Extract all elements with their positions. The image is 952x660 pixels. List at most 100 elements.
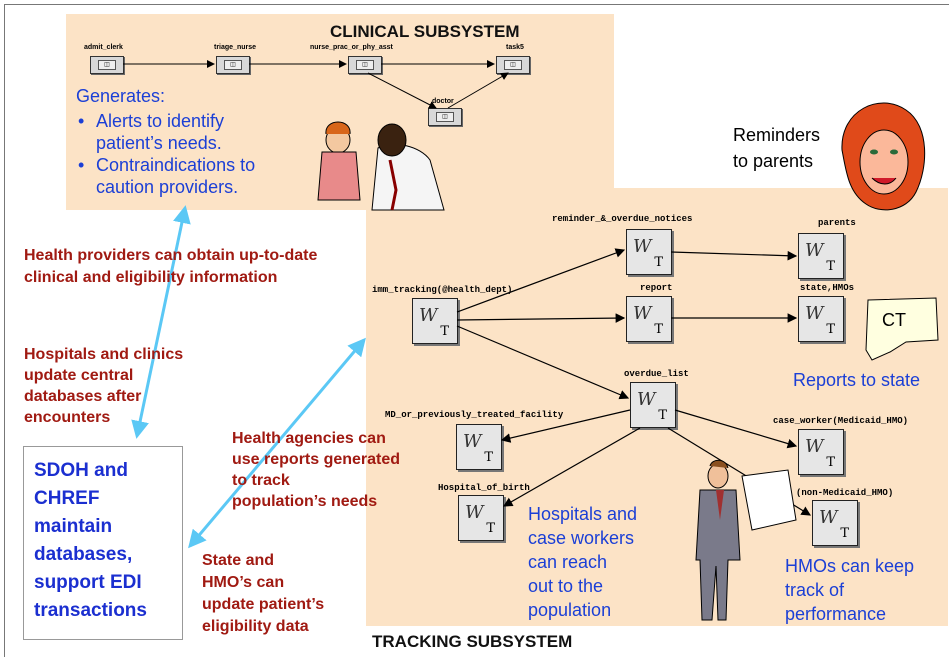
connecticut-shape <box>865 297 939 361</box>
hmos-keep-label: HMOs can keep track of performance <box>785 554 914 626</box>
woman-face-illustration <box>841 102 926 211</box>
note-line: Health agencies can <box>232 430 386 447</box>
workflow-node-admit-clerk: ◫ <box>90 56 124 74</box>
workflow-node-doctor: ◫ <box>428 108 462 126</box>
node-icon: ◫ <box>504 60 522 70</box>
node-t-label: T <box>654 322 663 337</box>
node-label-triage-nurse: triage_nurse <box>214 44 257 51</box>
node-label-task5: task5 <box>506 44 524 51</box>
node-label-case-worker: case_worker(Medicaid_HMO) <box>773 416 909 426</box>
node-label-parents: parents <box>818 218 856 228</box>
note-line: databases after <box>24 388 142 405</box>
sdoh-text: SDOH and CHREF maintain databases, suppo… <box>34 457 147 625</box>
node-label-hospital-birth: Hospital_of_birth <box>438 483 530 493</box>
label-line: HMOs can keep <box>785 556 915 576</box>
workflow-icon: W <box>805 240 824 261</box>
note-line: State and <box>202 552 275 569</box>
sdoh-line: databases, <box>34 544 133 565</box>
node-label-report: report <box>640 283 673 293</box>
sdoh-line: transactions <box>34 600 147 621</box>
ct-label: CT <box>882 310 906 330</box>
label-line: track of <box>785 580 845 600</box>
label-line: Hospitals and <box>528 504 638 524</box>
note-line: encounters <box>24 409 111 426</box>
workflow-node-triage-nurse: ◫ <box>216 56 250 74</box>
sdoh-line: support EDI <box>34 572 142 593</box>
note-line: update patient’s <box>202 596 325 613</box>
slide-frame <box>4 4 949 657</box>
node-t-label: T <box>658 408 667 423</box>
node-label-md-facility: MD_or_previously_treated_facility <box>385 410 564 420</box>
note-line: eligibility data <box>202 618 309 635</box>
note-line: Hospitals and clinics <box>24 346 184 363</box>
node-icon: ◫ <box>356 60 374 70</box>
node-t-label: T <box>826 455 835 470</box>
workflow-node-nurse-prac: ◫ <box>348 56 382 74</box>
doctor-child-illustration <box>317 121 445 211</box>
node-t-label: T <box>440 324 449 339</box>
node-label-reminder: reminder_&_overdue_notices <box>552 214 693 224</box>
hospitals-workers-label: Hospitals and case workers can reach out… <box>528 502 637 622</box>
note-line: use reports generated <box>232 451 401 468</box>
label-line: population <box>528 600 612 620</box>
node-t-label: T <box>840 526 849 541</box>
workflow-icon: W <box>819 507 838 528</box>
sdoh-box: SDOH and CHREF maintain databases, suppo… <box>23 446 183 640</box>
sdoh-line: CHREF <box>34 488 100 509</box>
clinical-title: CLINICAL SUBSYSTEM <box>330 22 520 41</box>
note-line: to track <box>232 472 290 489</box>
workflow-node-task5: ◫ <box>496 56 530 74</box>
workflow-icon: W <box>463 431 482 452</box>
workflow-icon: W <box>637 389 656 410</box>
generates-label: Generates: <box>76 86 166 106</box>
node-label-doctor: doctor <box>432 98 454 105</box>
reminders-line: to parents <box>733 151 814 171</box>
node-t-label: T <box>826 322 835 337</box>
reminders-line: Reminders <box>733 125 821 145</box>
workflow-icon: W <box>805 436 824 457</box>
node-t-label: T <box>826 259 835 274</box>
node-t-label: T <box>484 450 493 465</box>
node-label-overdue-list: overdue_list <box>624 369 689 379</box>
label-line: out to the <box>528 576 604 596</box>
node-t-label: T <box>654 255 663 270</box>
node-icon: ◫ <box>98 60 116 70</box>
sdoh-line: maintain <box>34 516 113 537</box>
tracking-title: TRACKING SUBSYSTEM <box>372 632 573 651</box>
label-line: case workers <box>528 528 635 548</box>
note-line: clinical and eligibility information <box>24 269 278 286</box>
note-line: population’s needs <box>232 493 378 510</box>
note-hospitals-clinics: Hospitals and clinics update central dat… <box>24 344 183 428</box>
node-label-imm-tracking: imm_tracking(@health_dept) <box>372 285 513 295</box>
note-line: update central <box>24 367 134 384</box>
reports-to-state-label: Reports to state <box>793 370 921 390</box>
note-health-providers: Health providers can obtain up-to-date c… <box>24 245 317 289</box>
note-line: HMO’s can <box>202 574 285 591</box>
node-label-non-medicaid: (non-Medicaid_HMO) <box>796 488 894 498</box>
workflow-icon: W <box>633 236 652 257</box>
workflow-icon: W <box>633 303 652 324</box>
businessman-illustration <box>695 459 797 621</box>
workflow-icon: W <box>419 305 438 326</box>
node-icon: ◫ <box>436 112 454 122</box>
note-line: Health providers can obtain up-to-date <box>24 247 318 264</box>
node-t-label: T <box>486 521 495 536</box>
label-line: performance <box>785 604 887 624</box>
note-health-agencies: Health agencies can use reports generate… <box>232 428 400 512</box>
node-label-admit-clerk: admit_clerk <box>84 44 123 51</box>
node-icon: ◫ <box>224 60 242 70</box>
workflow-icon: W <box>465 502 484 523</box>
reminders-label: Reminders to parents <box>733 122 820 174</box>
